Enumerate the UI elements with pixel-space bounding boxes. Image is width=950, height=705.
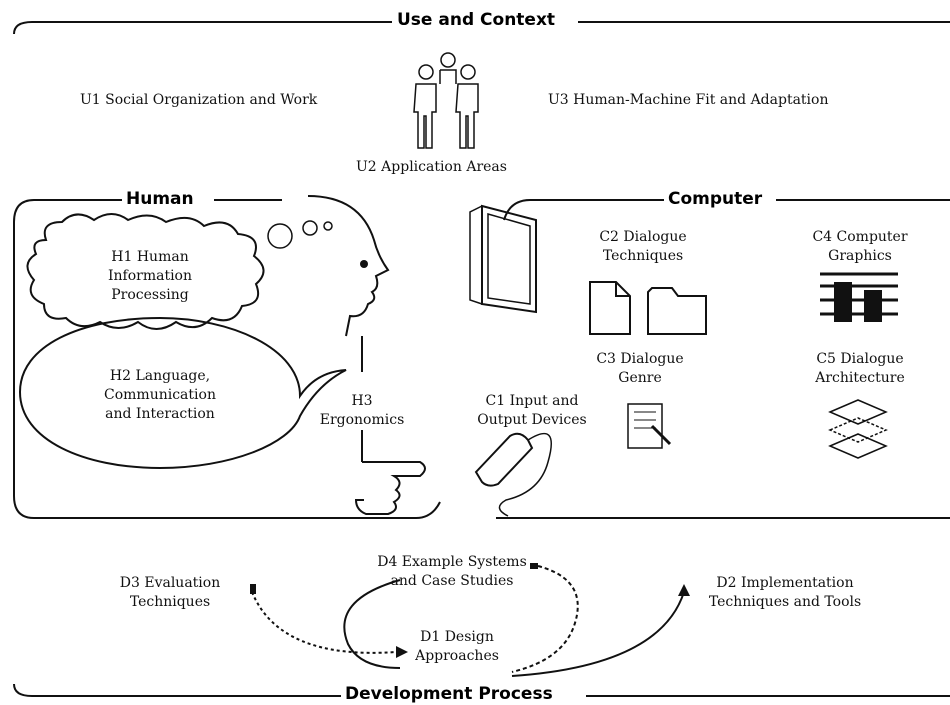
arrowhead-d1 bbox=[396, 646, 408, 658]
thought-bubble-1 bbox=[267, 223, 293, 249]
d4-marker bbox=[530, 563, 538, 569]
document-icon bbox=[589, 281, 631, 335]
human-title: Human bbox=[122, 189, 198, 209]
arrowhead-d2 bbox=[678, 584, 690, 596]
head-eye bbox=[360, 260, 368, 268]
mouse-icon bbox=[474, 432, 552, 517]
speech-ellipse bbox=[18, 316, 347, 470]
d4-cycle-left bbox=[343, 579, 401, 669]
d3-marker bbox=[250, 584, 256, 594]
u2-label: U2 Application Areas bbox=[356, 159, 507, 175]
notepad-icon bbox=[627, 403, 672, 449]
use-context-frame bbox=[13, 21, 392, 35]
head-profile-icon bbox=[307, 195, 390, 337]
people-group-icon bbox=[413, 52, 479, 149]
use-context-title: Use and Context bbox=[393, 10, 560, 30]
thought-bubble-2 bbox=[302, 220, 318, 236]
folder-icon bbox=[647, 287, 707, 335]
thought-cloud bbox=[26, 213, 265, 330]
u3-label: U3 Human-Machine Fit and Adaptation bbox=[548, 92, 829, 108]
thought-bubble-3 bbox=[323, 221, 333, 231]
computer-title: Computer bbox=[664, 189, 767, 209]
development-title: Development Process bbox=[341, 684, 557, 704]
development-frame-left bbox=[13, 683, 342, 697]
u1-label: U1 Social Organization and Work bbox=[80, 92, 318, 108]
d1-to-d2-arrow bbox=[511, 591, 685, 677]
monitor-icon bbox=[469, 204, 537, 314]
graphics-icon bbox=[820, 272, 898, 322]
layers-icon bbox=[828, 399, 888, 459]
human-frame bbox=[13, 199, 441, 519]
d4-cycle-right bbox=[511, 565, 579, 673]
d3-to-d1-arrow bbox=[251, 591, 397, 654]
computer-frame bbox=[503, 199, 664, 221]
hand-icon bbox=[354, 461, 426, 515]
